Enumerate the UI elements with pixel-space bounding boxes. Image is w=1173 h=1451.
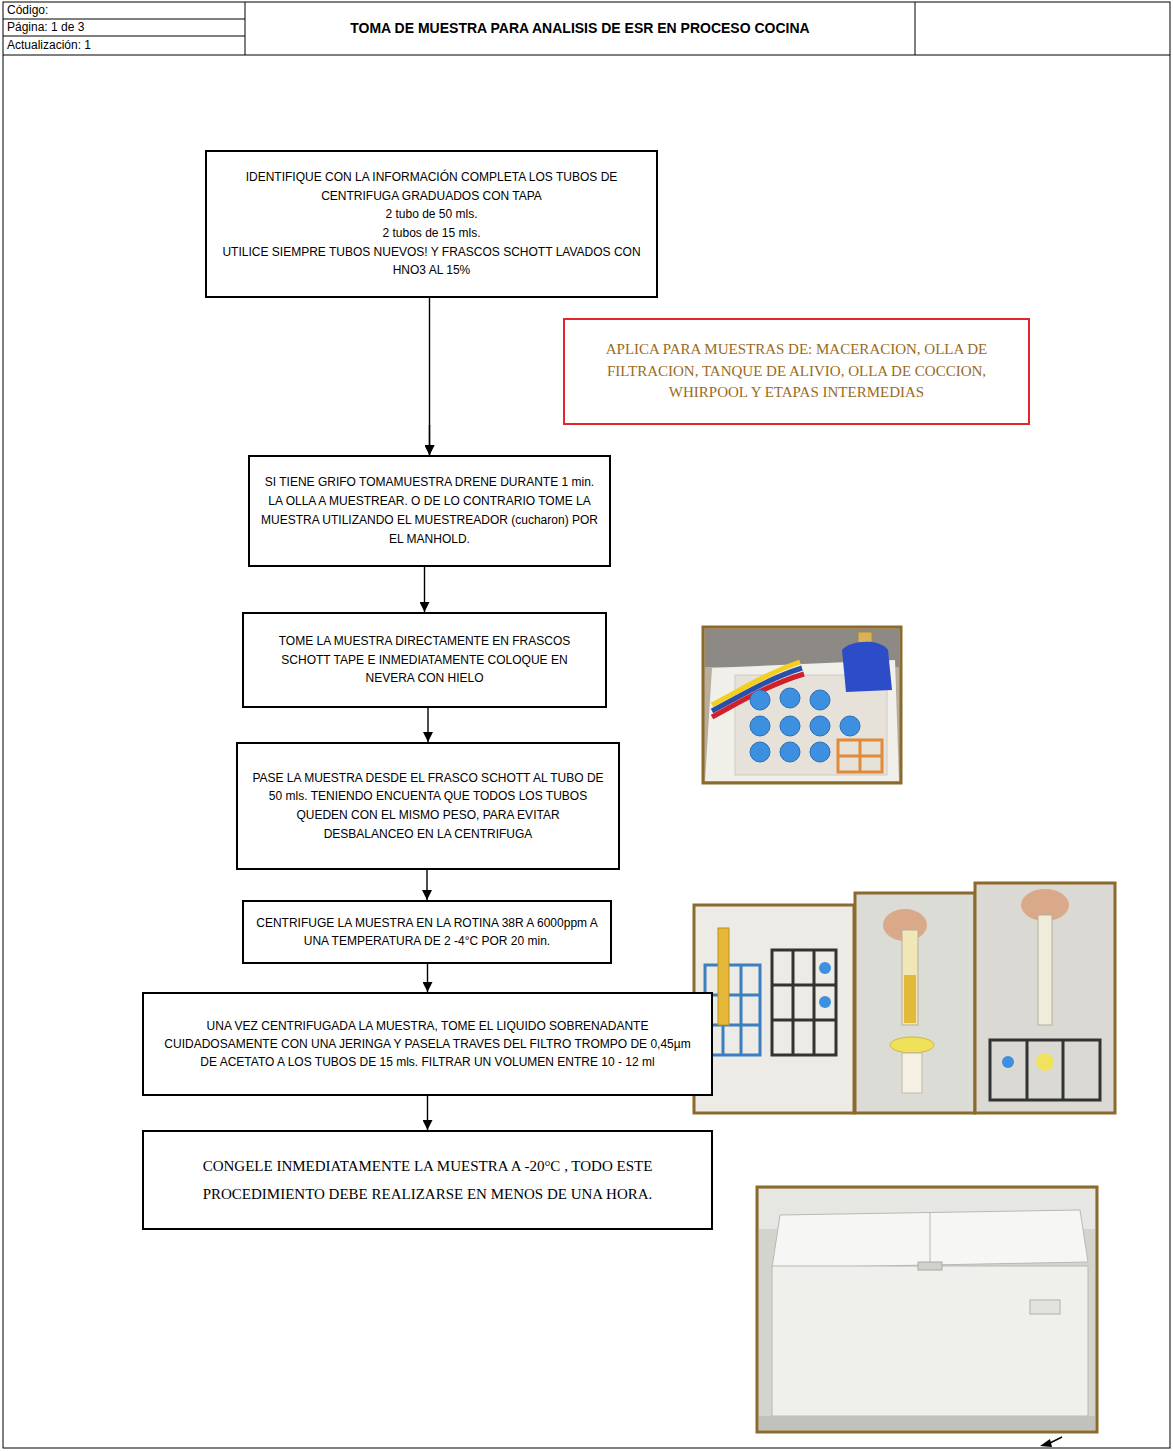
header-field: Código: [7, 2, 48, 18]
process-box: CONGELE INMEDIATAMENTE LA MUESTRA A -20°… [142, 1130, 713, 1230]
step-text: CONGELE INMEDIATAMENTE LA MUESTRA A -20°… [170, 1152, 685, 1209]
process-box: SI TIENE GRIFO TOMAMUESTRA DRENE DURANTE… [248, 455, 611, 567]
tube-photo [855, 893, 975, 1113]
process-box: CENTRIFUGE LA MUESTRA EN LA ROTINA 38R A… [242, 900, 612, 964]
flow-arrow [429, 298, 430, 455]
step-text: UNA VEZ CENTRIFUGADA LA MUESTRA, TOME EL… [156, 1017, 699, 1071]
cooler-photo [703, 627, 901, 783]
page-frame [3, 2, 1170, 1448]
step-text: TOME LA MUESTRA DIRECTAMENTE EN FRASCOS … [256, 632, 593, 688]
step-text: CENTRIFUGE LA MUESTRA EN LA ROTINA 38R A… [254, 914, 600, 950]
freezer-photo [757, 1187, 1097, 1432]
flow-arrow [427, 708, 428, 742]
step-text: 2 tubos de 15 mls. [221, 224, 642, 243]
process-box: UNA VEZ CENTRIFUGADA LA MUESTRA, TOME EL… [142, 992, 713, 1096]
tube-photo [694, 905, 854, 1113]
step-text: IDENTIFIQUE CON LA INFORMACIÓN COMPLETA … [221, 168, 642, 205]
header-field: Página: 1 de 3 [7, 19, 84, 35]
flow-arrow [429, 425, 430, 455]
step-text: 2 tubo de 50 mls. [221, 205, 642, 224]
flow-arrow [427, 964, 428, 992]
header-grid [3, 2, 1170, 55]
header-field: Actualización: 1 [7, 37, 91, 53]
flow-arrow [426, 870, 427, 900]
process-box: IDENTIFIQUE CON LA INFORMACIÓN COMPLETA … [205, 150, 658, 298]
step-text: PASE LA MUESTRA DESDE EL FRASCO SCHOTT A… [250, 769, 606, 843]
document-title: TOMA DE MUESTRA PARA ANALISIS DE ESR EN … [350, 19, 809, 38]
step-text: APLICA PARA MUESTRAS DE: MACERACION, OLL… [585, 339, 1008, 404]
process-box: TOME LA MUESTRA DIRECTAMENTE EN FRASCOS … [242, 612, 607, 708]
corner-arrow [1040, 1437, 1062, 1447]
note-box: APLICA PARA MUESTRAS DE: MACERACION, OLL… [563, 318, 1030, 425]
flow-arrow [424, 567, 425, 612]
flow-arrow [427, 1096, 428, 1130]
tube-photo [975, 883, 1115, 1113]
step-text: UTILICE SIEMPRE TUBOS NUEVOS! Y FRASCOS … [221, 243, 642, 280]
process-box: PASE LA MUESTRA DESDE EL FRASCO SCHOTT A… [236, 742, 620, 870]
step-text: SI TIENE GRIFO TOMAMUESTRA DRENE DURANTE… [260, 473, 599, 550]
